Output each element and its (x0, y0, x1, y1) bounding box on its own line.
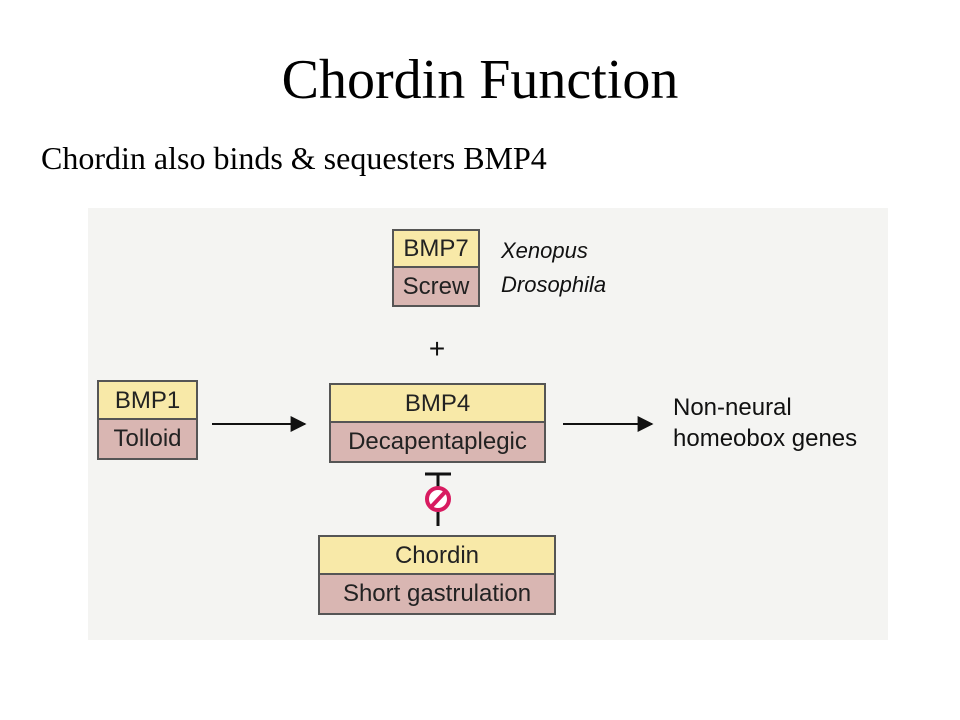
bmp1-label: BMP1 (99, 382, 196, 420)
target-line-1: Non-neural (673, 394, 792, 421)
bmp4-label: BMP4 (331, 385, 544, 423)
slide-subtitle: Chordin also binds & sequesters BMP4 (41, 140, 547, 176)
short-gastrulation-label: Short gastrulation (320, 575, 554, 613)
bmp4-dpp-box: BMP4 Decapentaplegic (329, 383, 546, 463)
species-drosophila: Drosophila (501, 272, 607, 297)
target-line-2: homeobox genes (673, 425, 858, 452)
bmp7-screw-box: BMP7 Screw (392, 229, 480, 307)
decapentaplegic-label: Decapentaplegic (331, 423, 544, 461)
bmp7-label: BMP7 (394, 231, 478, 268)
tolloid-label: Tolloid (99, 420, 196, 458)
bmp1-tolloid-box: BMP1 Tolloid (97, 380, 198, 460)
screw-label: Screw (394, 268, 478, 305)
plus-sign: + (428, 333, 446, 364)
chordin-label: Chordin (320, 537, 554, 575)
chordin-sog-box: Chordin Short gastrulation (318, 535, 556, 615)
species-xenopus: Xenopus (501, 238, 588, 263)
slide-title: Chordin Function (281, 49, 679, 111)
target-genes-label: Non-neural homeobox genes (673, 392, 857, 454)
